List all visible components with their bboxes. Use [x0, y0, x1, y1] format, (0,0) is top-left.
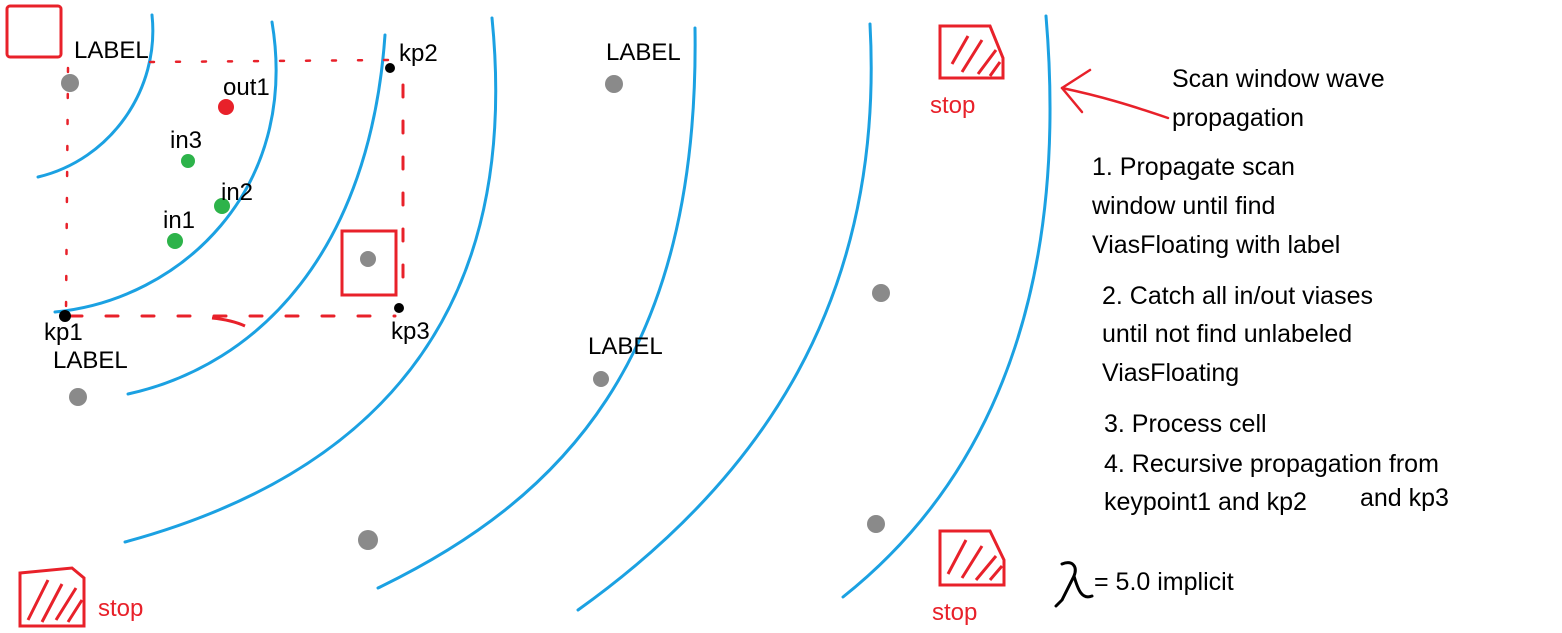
note-step4-line1: 4. Recursive propagation from — [1104, 450, 1439, 478]
note-step2-line3: ViasFloating — [1102, 359, 1240, 387]
corner-square — [5, 4, 63, 59]
keypoint-label-kp3: kp3 — [391, 318, 430, 345]
label-text-top-middle: LABEL — [606, 39, 681, 66]
gray-via-8 — [867, 515, 885, 533]
wave-front-6 — [576, 22, 873, 612]
note-lambda-value: = 5.0 implicit — [1094, 568, 1234, 596]
note-title-line2: propagation — [1172, 104, 1305, 132]
keypoint-kp1 — [59, 310, 71, 322]
gray-via-2 — [69, 388, 87, 406]
via-out1 — [218, 99, 234, 115]
keypoint-label-kp2: kp2 — [399, 40, 438, 67]
gray-via-5 — [605, 75, 623, 93]
pointer-arrow — [1060, 68, 1170, 120]
wave-front-4 — [123, 16, 498, 544]
scan-window-top-edge — [148, 58, 392, 64]
note-step1-line3: ViasFloating with label — [1092, 231, 1341, 259]
wave-front-7 — [841, 14, 1052, 599]
label-text-top-left: LABEL — [74, 37, 149, 64]
stop-block-bottom-right — [938, 529, 1006, 587]
scan-window-bottom-arc — [211, 316, 246, 328]
keypoint-kp3 — [394, 303, 404, 313]
scan-window-left-edge — [64, 66, 70, 314]
wave-front-2 — [53, 20, 278, 314]
gray-via-1 — [61, 74, 79, 92]
keypoint-kp2 — [385, 63, 395, 73]
note-step4-line2: keypoint1 and kp2 — [1104, 488, 1307, 516]
label-text-bottom-left: LABEL — [53, 347, 128, 374]
wave-front-3 — [126, 33, 387, 396]
note-step1-line1: 1. Propagate scan — [1092, 153, 1295, 181]
via-label-in2: in2 — [221, 179, 254, 206]
note-step3: 3. Process cell — [1104, 410, 1267, 438]
cell-square — [340, 229, 398, 297]
note-title-line1: Scan window wave — [1172, 65, 1385, 93]
gray-via-6 — [593, 371, 609, 387]
lambda-symbol — [1054, 561, 1094, 608]
via-in3 — [181, 154, 195, 168]
via-label-in1: in1 — [163, 207, 196, 234]
keypoint-label-kp1: kp1 — [44, 319, 83, 346]
via-in2 — [214, 198, 230, 214]
note-step1-line2: window until find — [1092, 192, 1276, 220]
stop-label-bottom-left: stop — [98, 595, 144, 622]
via-label-in3: in3 — [170, 127, 203, 154]
gray-via-4 — [358, 530, 378, 550]
note-step4-line3: and kp3 — [1360, 484, 1449, 512]
stop-block-top — [938, 24, 1005, 80]
note-step2-line2: until not find unlabeled — [1102, 320, 1353, 348]
wave-front-5 — [376, 26, 697, 590]
via-label-out1: out1 — [223, 74, 270, 101]
note-step2-line1: 2. Catch all in/out viases — [1102, 282, 1373, 310]
wave-front-1 — [36, 13, 155, 179]
stop-block-bottom-left — [18, 566, 86, 628]
via-in1 — [167, 233, 183, 249]
stop-label-bottom-right: stop — [932, 599, 978, 626]
gray-via-7 — [872, 284, 890, 302]
stop-label-top: stop — [930, 92, 976, 119]
gray-via-3 — [360, 251, 376, 267]
label-text-middle: LABEL — [588, 333, 663, 360]
